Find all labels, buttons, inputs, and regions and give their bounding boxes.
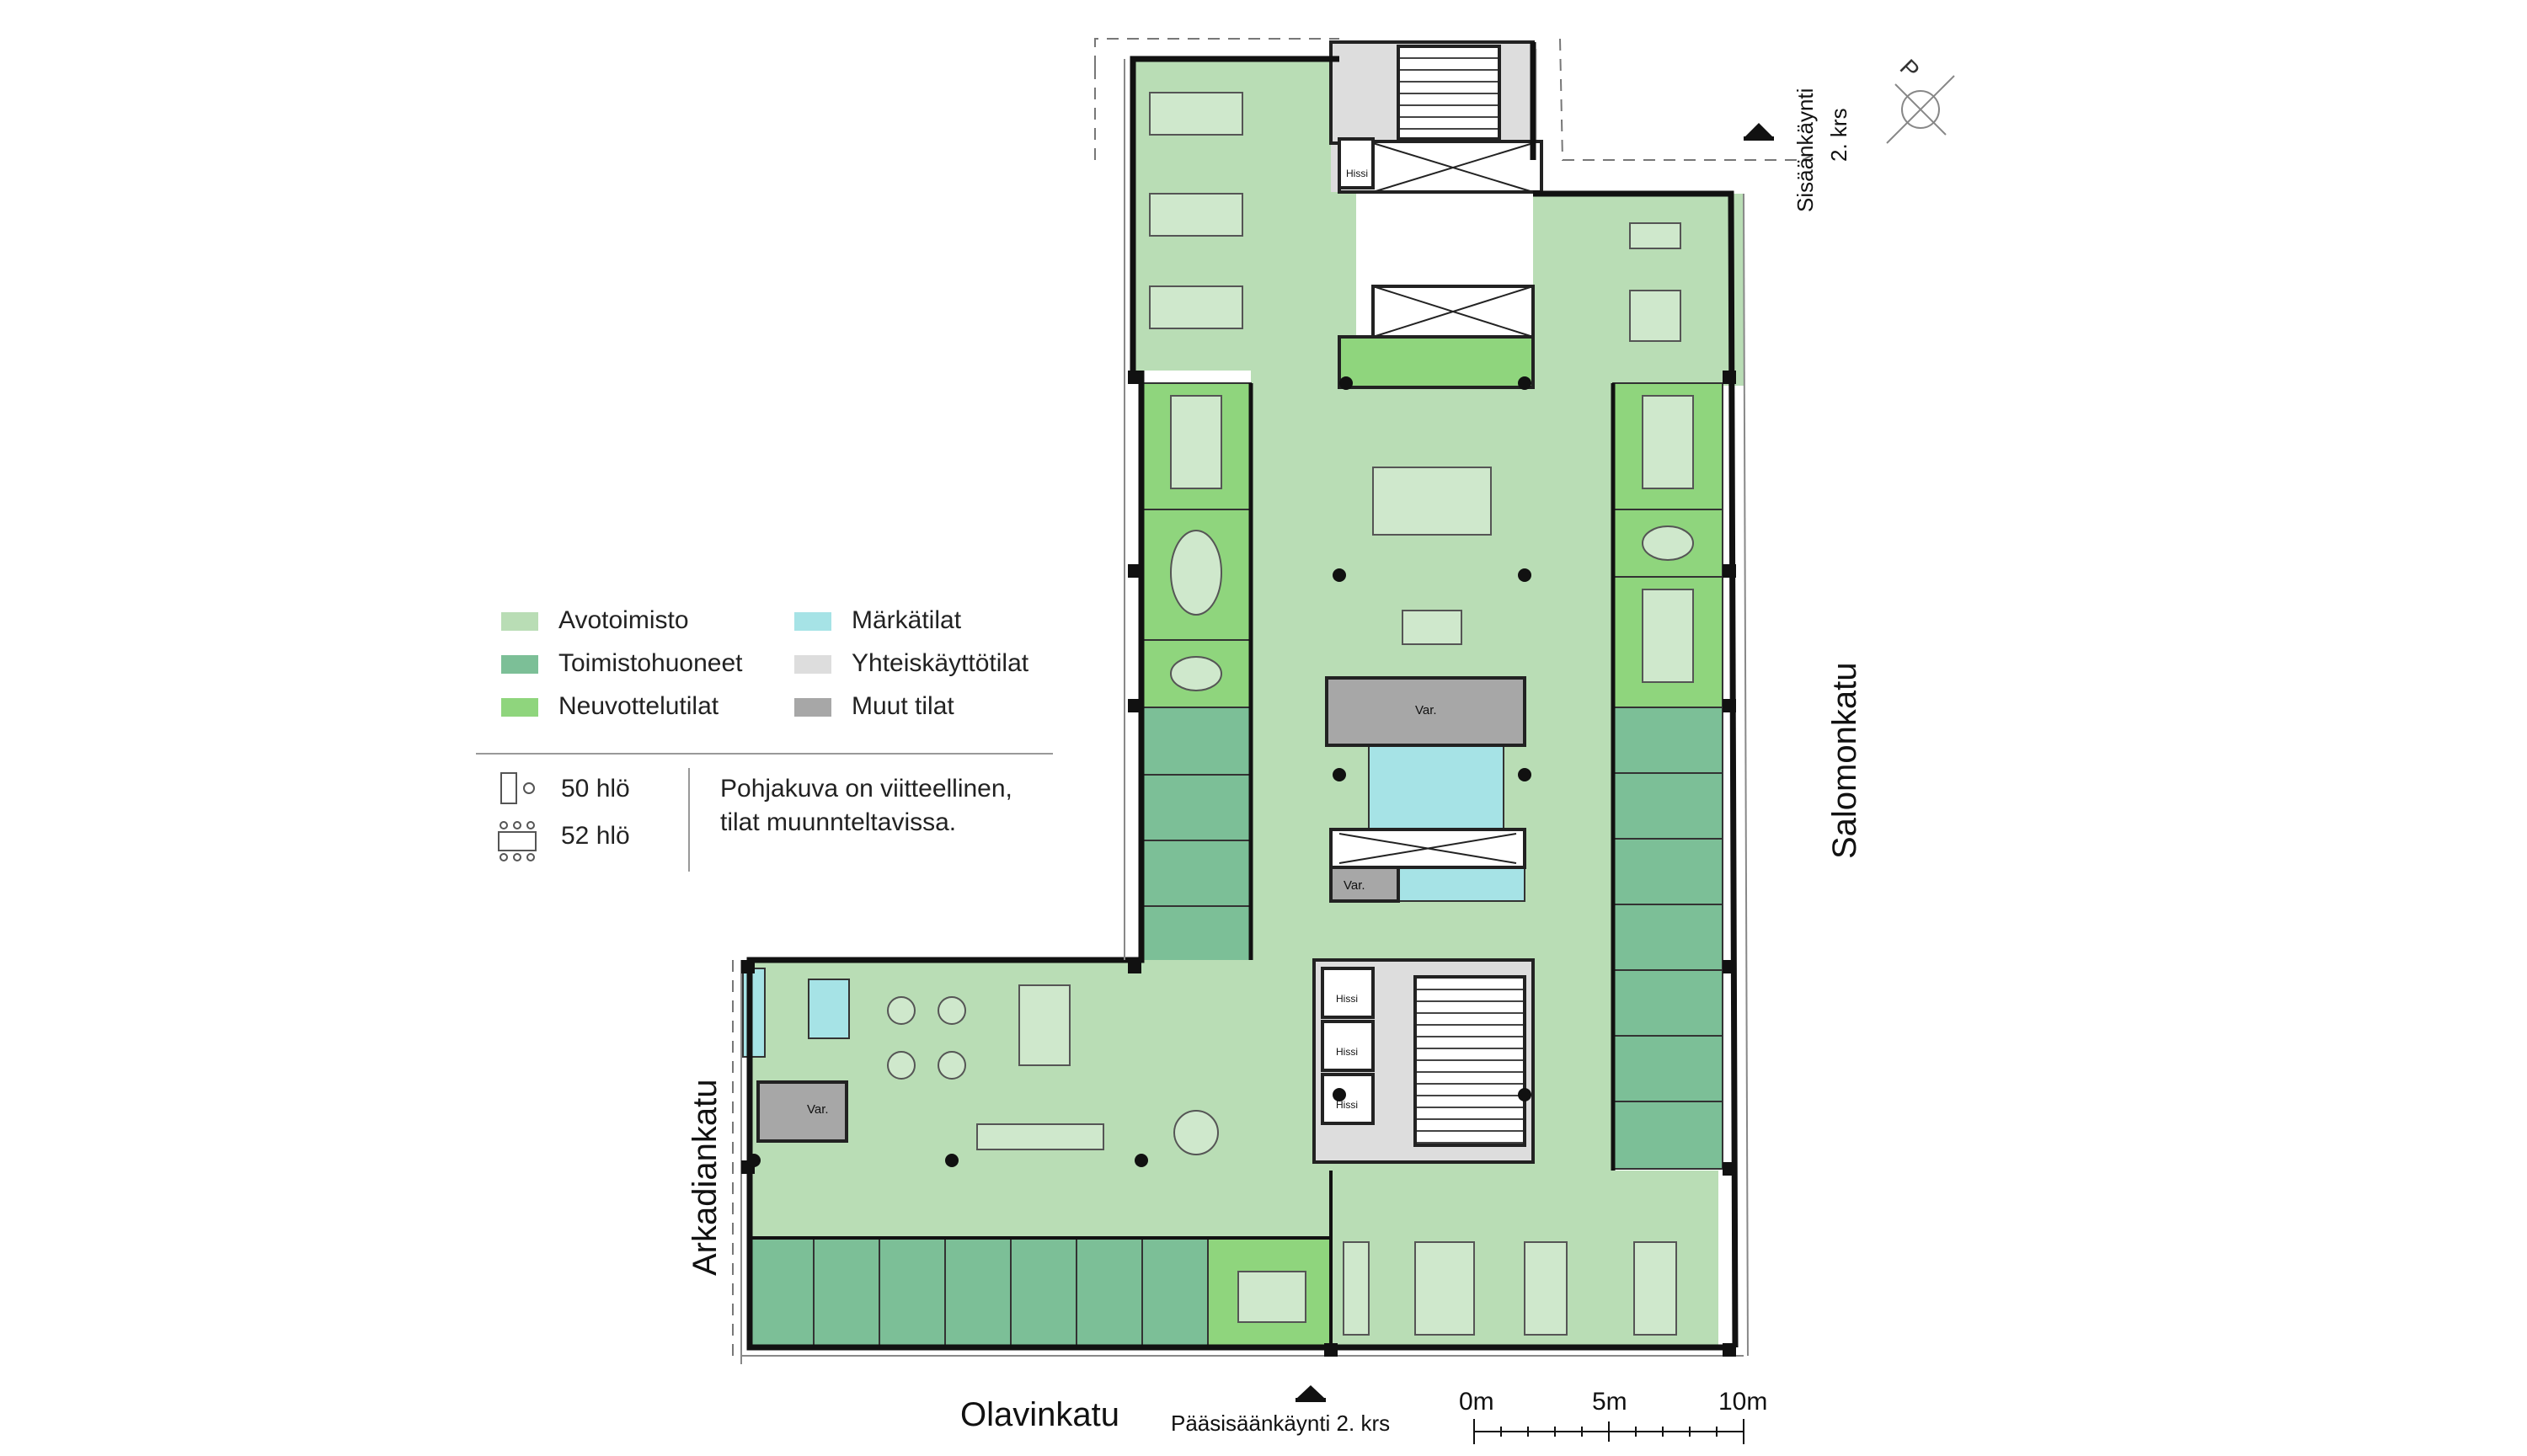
legend-item-avotoimisto: Avotoimisto	[501, 606, 689, 635]
legend-item-neuvottelutilat: Neuvottelutilat	[501, 692, 719, 721]
meeting-tables	[1170, 395, 1694, 1323]
lift-label-3: Hissi	[1336, 1099, 1358, 1111]
legend-item-yhteiskayttotilat: Yhteiskäyttötilat	[794, 649, 1028, 678]
main-entrance-icon	[1297, 1385, 1324, 1398]
meeting-table-icon	[498, 821, 537, 861]
legend-item-toimistohuoneet: Toimistohuoneet	[501, 649, 742, 678]
street-salomonkatu: Salomonkatu	[1826, 662, 1863, 859]
scale-label-0: 0m	[1459, 1388, 1494, 1416]
east-rooms	[1612, 382, 1723, 1170]
cafe-tables	[887, 996, 1219, 1155]
legend-swatch	[501, 698, 538, 717]
lift-label-north: Hissi	[1346, 168, 1368, 179]
side-entrance-icon	[1745, 123, 1772, 136]
facade-glazing	[740, 59, 1749, 1364]
note-line-1: Pohjakuva on viitteellinen,	[720, 775, 1012, 803]
storage-labels: Var. Var. Var.	[807, 703, 1437, 1117]
lift-label-2: Hissi	[1336, 1046, 1358, 1058]
storage-rooms	[756, 676, 1526, 1143]
side-entrance-label-2: 2. krs	[1826, 108, 1851, 162]
street-arkadiankatu: Arkadiankatu	[687, 1079, 724, 1276]
core-south	[1312, 958, 1535, 1164]
side-entrance-label-1: Sisäänkäynti	[1792, 88, 1818, 212]
north-label: P	[1895, 54, 1925, 83]
legend-label: Avotoimisto	[558, 606, 689, 634]
legend-swatch	[794, 655, 831, 675]
legend-label: Märkätilat	[852, 606, 962, 634]
storage-label-2: Var.	[1344, 878, 1365, 893]
legend-item-muut-tilat: Muut tilat	[794, 692, 954, 721]
storage-label-3: Var.	[807, 1102, 829, 1117]
core-north	[1329, 40, 1543, 389]
legend-label: Toimistohuoneet	[558, 649, 743, 677]
dashed-outline	[732, 38, 1820, 1364]
open-office-desks	[976, 92, 1681, 1336]
wet-rooms	[742, 744, 1525, 1058]
note-line-2: tilat muunnteltavissa.	[720, 808, 957, 836]
legend-swatch	[794, 698, 831, 717]
lift-label-1: Hissi	[1336, 993, 1358, 1005]
storage-label-1: Var.	[1415, 703, 1437, 717]
scale-label-10: 10m	[1718, 1388, 1768, 1416]
north-arrow-icon	[1886, 75, 1955, 144]
legend-swatch	[501, 655, 538, 675]
main-entrance-step	[1296, 1398, 1326, 1402]
side-entrance-step	[1744, 136, 1774, 141]
street-olavinkatu: Olavinkatu	[960, 1396, 1119, 1433]
legend-swatch	[501, 612, 538, 632]
main-entrance-label: Pääsisäänkäynti 2. krs	[1171, 1411, 1391, 1436]
lift-labels: Hissi Hissi Hissi Hissi	[1336, 168, 1368, 1111]
legend-label: Neuvottelutilat	[558, 692, 719, 720]
scale-label-5: 5m	[1592, 1388, 1627, 1416]
legend-label: Muut tilat	[852, 692, 954, 720]
structural-columns	[741, 371, 1736, 1357]
desk-icon	[500, 772, 535, 804]
legend-swatch	[794, 612, 831, 632]
legend-label: Yhteiskäyttötilat	[852, 649, 1029, 677]
legend-item-markatilat: Märkätilat	[794, 606, 961, 635]
scale-bar	[1473, 1419, 1744, 1444]
capacity-meeting: 52 hlö	[561, 822, 630, 850]
capacity-desks: 50 hlö	[561, 775, 630, 803]
